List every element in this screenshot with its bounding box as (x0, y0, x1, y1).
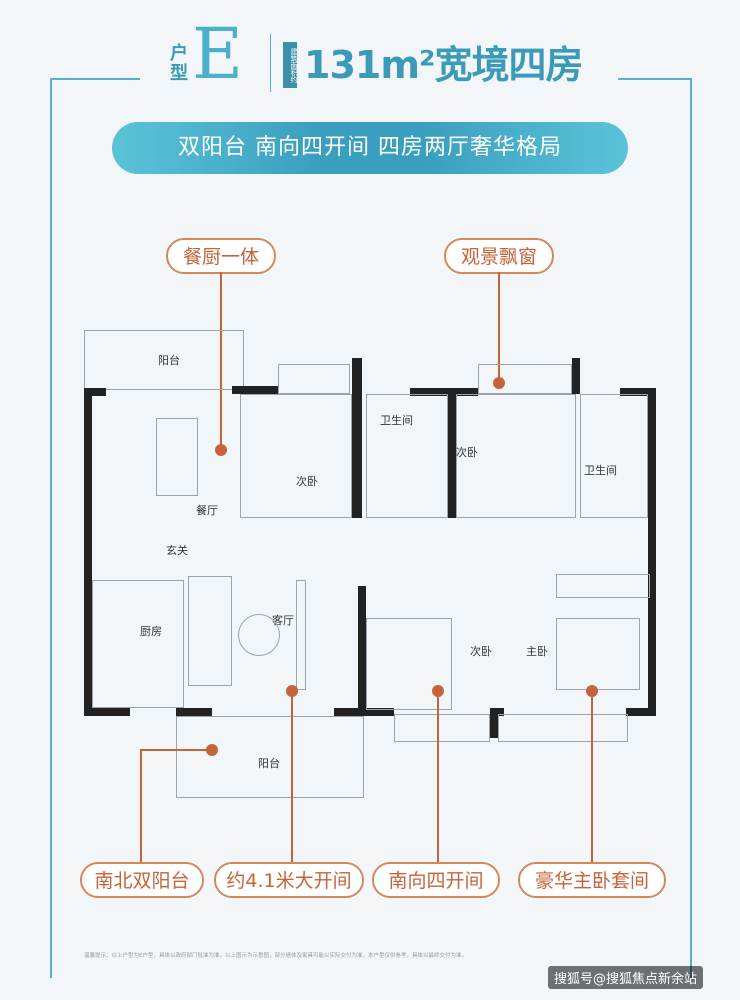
kitchen-outline (92, 580, 184, 708)
wall-top-right-a (410, 388, 478, 396)
room-bath-2: 卫生间 (584, 464, 617, 477)
bedroom-4-outline (366, 618, 452, 710)
wall-center-lower (358, 586, 366, 712)
unit-type-letter: E (192, 13, 244, 95)
room-living: 客厅 (272, 614, 294, 627)
room-foyer: 玄关 (166, 544, 188, 557)
wall-master-divider (490, 708, 498, 738)
room-bedroom-4: 次卧 (470, 645, 492, 658)
source-watermark: 搜狐号@搜狐焦点新余站 (548, 966, 704, 989)
bay-window-south-b (498, 714, 628, 742)
leader-master (591, 692, 593, 863)
wall-bedroom-divider (448, 388, 456, 518)
feature-banner: 双阳台 南向四开间 四房两厅奢华格局 (112, 122, 628, 174)
callout-master-suite: 豪华主卧套间 (518, 862, 666, 898)
marker-dining (215, 444, 227, 456)
master-bed-outline (556, 618, 640, 690)
wall-bottom-center (334, 708, 394, 716)
area-note: 建筑面积约 (283, 42, 297, 88)
callout-bay-window: 观景飘窗 (444, 238, 554, 274)
wall-bottom-left (84, 708, 130, 716)
unit-type-prefix: 户型 (170, 43, 188, 84)
frame-left (50, 78, 52, 978)
wall-top-center (352, 358, 362, 518)
room-master: 主卧 (526, 645, 548, 658)
wall-top-right-b (572, 358, 580, 394)
leader-living (291, 692, 293, 863)
wall-top-mid (232, 386, 278, 394)
frame-right (690, 78, 692, 978)
marker-bedroom-4 (432, 685, 444, 697)
room-balcony-south: 阳台 (258, 757, 280, 770)
marker-south-balcony (206, 744, 218, 756)
wall-kitchen (84, 578, 92, 714)
sofa-outline (188, 576, 232, 686)
wall-bottom-mid (176, 708, 212, 716)
dining-table (156, 418, 198, 496)
bay-window-center (478, 364, 572, 394)
wardrobe-outline (556, 574, 650, 598)
tv-cabinet-outline (296, 580, 306, 690)
room-kitchen: 厨房 (140, 625, 162, 638)
room-bath-1: 卫生间 (380, 414, 413, 427)
coffee-table (238, 614, 280, 656)
leader-south-balcony-v (140, 749, 142, 863)
north-balcony-outline (84, 330, 244, 390)
room-bedroom-2: 次卧 (296, 475, 318, 488)
wall-bottom-right-b (626, 708, 656, 716)
leader-bay-window (498, 272, 500, 382)
wall-left (84, 388, 92, 714)
bath-2-outline (580, 394, 648, 518)
disclaimer-footnote: 温馨提示：以上户型为E户型，具体以政府部门批准为准。以上图示为示意图，部分墙体及… (84, 953, 467, 959)
frame-top-right (618, 78, 692, 80)
marker-bay-window (493, 377, 505, 389)
marker-master (586, 685, 598, 697)
south-balcony-outline (176, 716, 364, 798)
leader-south-balcony-h (140, 749, 208, 751)
bedroom-2-outline (240, 394, 352, 518)
callout-south-four-bays: 南向四开间 (372, 862, 500, 898)
marker-living (286, 685, 298, 697)
callout-wide-opening: 约4.1米大开间 (214, 862, 364, 898)
room-bedroom-3: 次卧 (456, 446, 478, 459)
bath-1-outline (366, 394, 448, 518)
bay-window-left (278, 364, 350, 394)
leader-dining-kitchen-h (220, 272, 222, 450)
wall-top-right-c (620, 388, 656, 396)
wall-top-left (84, 388, 106, 396)
unit-area-title: 131m²宽境四房 (304, 43, 584, 87)
title-divider (270, 34, 271, 92)
frame-top-left (50, 78, 140, 80)
callout-two-balconies: 南北双阳台 (80, 862, 204, 898)
room-balcony-north: 阳台 (158, 354, 180, 367)
leader-bedroom-4 (437, 692, 439, 863)
wall-right (648, 388, 656, 714)
bay-window-south-a (394, 714, 490, 742)
bedroom-3-outline (456, 394, 576, 518)
room-dining: 餐厅 (196, 504, 218, 517)
